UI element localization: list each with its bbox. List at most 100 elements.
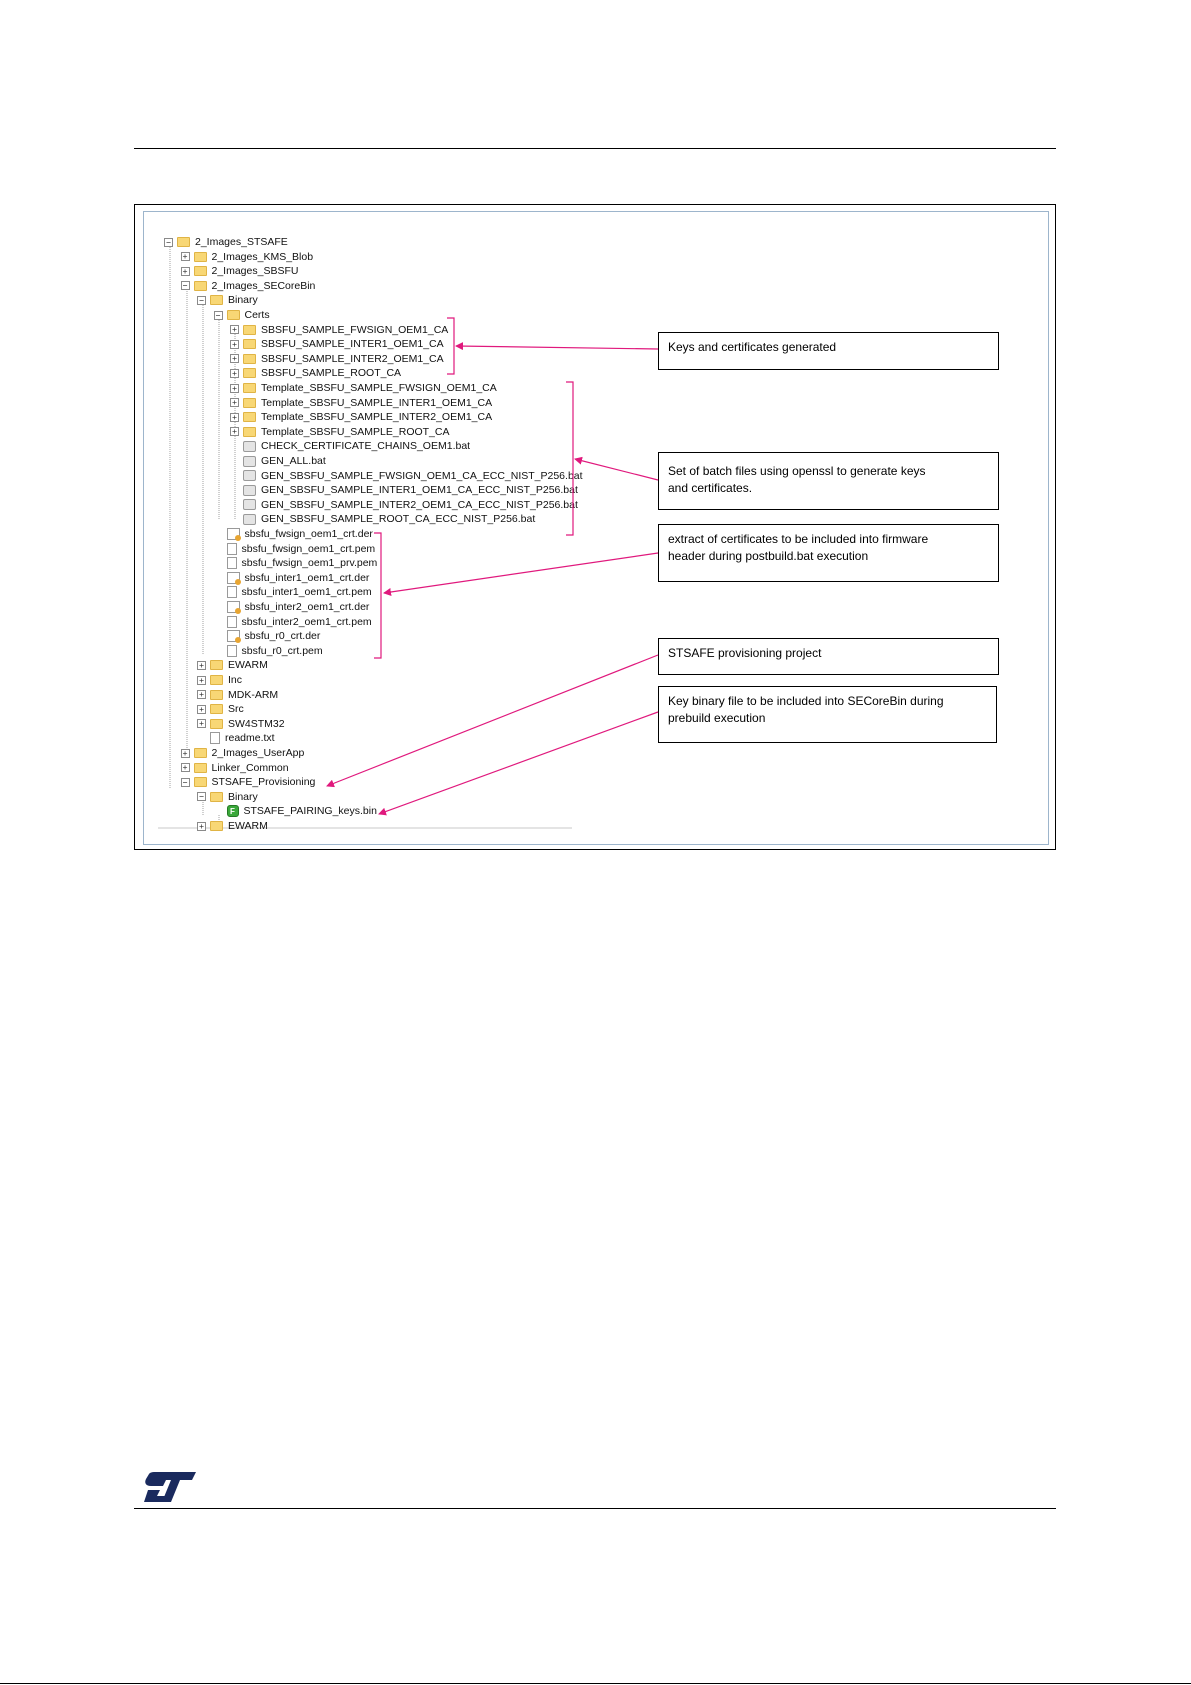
callout-key-binary: Key binary file to be included into SECo…	[658, 686, 997, 743]
tree-row[interactable]: GEN_ALL.bat	[230, 454, 326, 468]
key-binary-icon: F	[226, 805, 239, 818]
tree-row[interactable]: CHECK_CERTIFICATE_CHAINS_OEM1.bat	[230, 439, 470, 453]
collapse-icon[interactable]: −	[164, 237, 173, 247]
expand-icon[interactable]: +	[197, 821, 206, 831]
expand-icon[interactable]: +	[230, 383, 239, 393]
folder-icon	[210, 660, 223, 671]
tree-row-label: CHECK_CERTIFICATE_CHAINS_OEM1.bat	[261, 440, 471, 453]
tree-row[interactable]: +2_Images_SBSFU	[180, 264, 298, 278]
tree-row[interactable]: sbsfu_inter1_oem1_crt.pem	[214, 585, 372, 599]
folder-icon	[210, 821, 223, 831]
tree-row[interactable]: sbsfu_r0_crt.der	[214, 629, 321, 644]
expand-icon[interactable]: +	[197, 660, 206, 670]
tree-row-label: sbsfu_fwsign_oem1_prv.pem	[241, 557, 378, 570]
tree-row[interactable]: + EWARM	[197, 658, 268, 672]
tree-row[interactable]: + MDK-ARM	[197, 688, 278, 702]
folder-icon	[193, 777, 207, 788]
tree-row[interactable]: +Src	[197, 702, 244, 716]
tree-row[interactable]: +Template_SBSFU_SAMPLE_FWSIGN_OEM1_CA	[230, 381, 497, 395]
tree-row-label: 2_Images_SECoreBin	[211, 279, 316, 292]
expand-icon[interactable]: +	[180, 266, 190, 276]
tree-row[interactable]: +2_Images_UserApp	[180, 746, 304, 760]
folder-icon	[210, 791, 223, 802]
tree-row[interactable]: +Template_SBSFU_SAMPLE_ROOT_CA	[230, 425, 450, 439]
tree-row[interactable]: +SW4STM32	[197, 717, 285, 731]
tree-row[interactable]: GEN_SBSFU_SAMPLE_INTER1_OEM1_CA_ECC_NIST…	[230, 483, 578, 497]
callout-line: STSAFE provisioning project	[668, 646, 822, 660]
tree-row-label: sbsfu_inter1_oem1_crt.der	[244, 571, 370, 584]
expand-icon[interactable]: +	[180, 763, 190, 773]
tree-row[interactable]: + EWARM	[197, 819, 268, 833]
expand-icon[interactable]: +	[197, 690, 206, 700]
callout-line: extract of certificates to be included i…	[668, 532, 929, 546]
arrow-keys	[455, 342, 659, 351]
collapse-icon[interactable]: −	[197, 295, 206, 305]
folder-icon	[243, 368, 256, 379]
tree-row[interactable]: sbsfu_r0_crt.pem	[214, 644, 323, 658]
expand-icon[interactable]: +	[180, 252, 190, 262]
tree-row-label: EWARM	[228, 820, 268, 832]
expand-icon[interactable]: +	[230, 412, 239, 422]
tree-row[interactable]: +Template_SBSFU_SAMPLE_INTER1_OEM1_CA	[230, 396, 492, 410]
arrow-batch-files	[574, 456, 659, 481]
tree-row[interactable]: + Linker_Common	[180, 761, 289, 775]
tree-row-label: MDK-ARM	[228, 688, 279, 701]
tree-row[interactable]: sbsfu_fwsign_oem1_crt.pem	[214, 542, 375, 556]
tree-row[interactable]: −Binary	[197, 293, 258, 307]
tree-row-label: sbsfu_r0_crt.der	[244, 630, 321, 643]
file-icon	[226, 586, 237, 599]
collapse-icon[interactable]: −	[213, 310, 223, 320]
tree-row[interactable]: sbsfu_fwsign_oem1_prv.pem	[214, 556, 378, 570]
collapse-icon[interactable]: −	[180, 281, 190, 291]
tree-row[interactable]: GEN_SBSFU_SAMPLE_ROOT_CA_ECC_NIST_P256.b…	[230, 512, 535, 526]
tree-row-label: STSAFE_PAIRING_keys.bin	[243, 805, 377, 818]
tree-row-label: SBSFU_SAMPLE_INTER2_OEM1_CA	[261, 352, 444, 365]
tree-row[interactable]: +SBSFU_SAMPLE_INTER1_OEM1_CA	[230, 337, 444, 351]
expand-icon[interactable]: +	[197, 675, 206, 685]
tree-row[interactable]: −STSAFE_Provisioning	[180, 775, 315, 789]
expand-icon[interactable]: +	[197, 719, 206, 729]
tree-row[interactable]: +Inc	[197, 673, 242, 687]
tree-row[interactable]: −Certs	[213, 308, 270, 322]
tree-row[interactable]: sbsfu_inter2_oem1_crt.pem	[214, 615, 372, 629]
tree-row-label: Linker_Common	[211, 761, 289, 774]
tree-row[interactable]: GEN_SBSFU_SAMPLE_INTER2_OEM1_CA_ECC_NIST…	[230, 498, 578, 512]
tree-row[interactable]: −Binary	[197, 790, 258, 804]
tree-row-label: EWARM	[228, 659, 268, 672]
tree-row[interactable]: sbsfu_inter1_oem1_crt.der	[214, 571, 370, 585]
folder-icon	[193, 280, 207, 291]
tree-row[interactable]: + SBSFU_SAMPLE_INTER2_OEM1_CA	[230, 352, 444, 366]
tree-row[interactable]: sbsfu_fwsign_oem1_crt.der	[214, 527, 373, 541]
bottom-rule	[0, 1683, 1191, 1684]
tree-row-label: GEN_ALL.bat	[261, 455, 326, 467]
tree-row[interactable]: GEN_SBSFU_SAMPLE_FWSIGN_OEM1_CA_ECC_NIST…	[230, 469, 583, 483]
expand-icon[interactable]: +	[230, 339, 239, 349]
folder-icon	[243, 383, 256, 393]
expand-icon[interactable]: +	[197, 704, 206, 714]
folder-icon	[177, 237, 190, 247]
expand-icon[interactable]: +	[230, 368, 239, 378]
tree-row[interactable]: +SBSFU_SAMPLE_ROOT_CA	[230, 366, 401, 380]
expand-icon[interactable]: +	[230, 325, 239, 335]
expand-icon[interactable]: +	[180, 748, 190, 758]
expand-icon[interactable]: +	[230, 398, 239, 408]
tree-row[interactable]: +Template_SBSFU_SAMPLE_INTER2_OEM1_CA	[230, 410, 492, 424]
tree-row[interactable]: − 2_Images_SECoreBin	[180, 279, 316, 293]
folder-icon	[210, 689, 223, 700]
arrow-cert-extract	[383, 552, 659, 596]
tree-row[interactable]: sbsfu_inter2_oem1_crt.der	[214, 600, 369, 614]
figure-frame	[134, 204, 1056, 850]
expand-icon[interactable]: +	[230, 354, 239, 364]
tree-row[interactable]: +2_Images_KMS_Blob	[180, 250, 313, 264]
tree-row[interactable]: F STSAFE_PAIRING_keys.bin	[214, 804, 377, 818]
tree-row[interactable]: −2_Images_STSAFE	[164, 235, 288, 249]
expand-icon[interactable]: +	[230, 427, 239, 437]
collapse-icon[interactable]: −	[197, 792, 206, 802]
collapse-icon[interactable]: −	[180, 777, 190, 787]
arrow-provisioning	[326, 654, 659, 788]
callout-line: prebuild execution	[668, 711, 766, 725]
tree-row[interactable]: +SBSFU_SAMPLE_FWSIGN_OEM1_CA	[230, 323, 448, 337]
tree-row[interactable]: readme.txt	[197, 731, 275, 745]
